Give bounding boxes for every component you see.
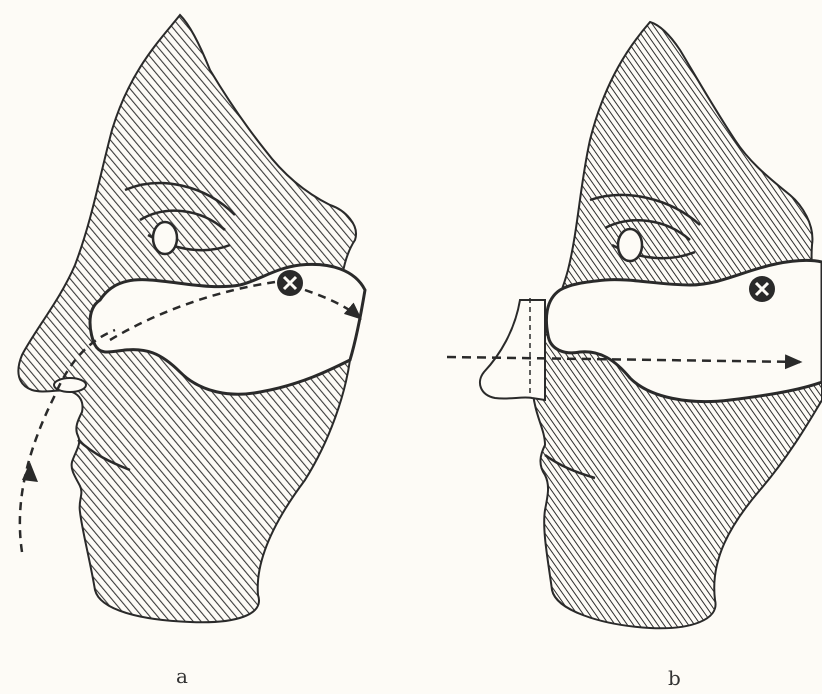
x-circle-icon	[277, 270, 303, 296]
external-nose-b	[480, 300, 545, 400]
x-circle-icon	[749, 276, 775, 302]
panel-label-b: b	[668, 666, 681, 690]
panel-label-a: a	[176, 664, 188, 688]
panel-b	[447, 22, 822, 628]
airflow-arrowhead-up-a	[22, 462, 38, 482]
panel-a	[18, 15, 365, 622]
